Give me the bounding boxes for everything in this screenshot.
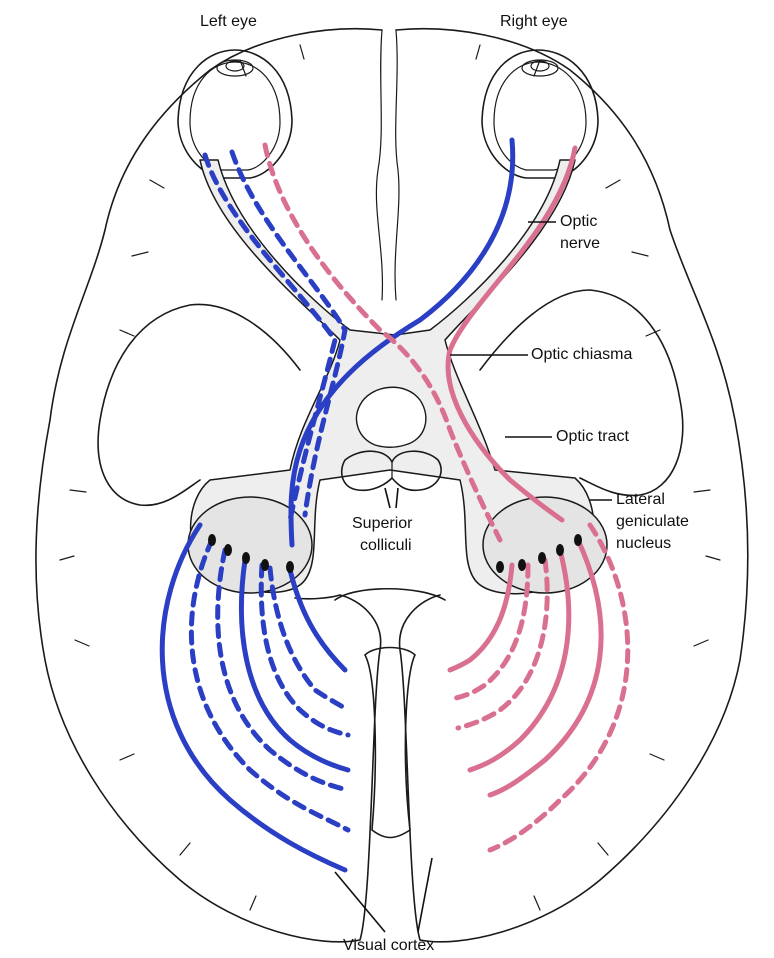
right-eyeball bbox=[482, 50, 598, 178]
brain-outline bbox=[36, 29, 748, 942]
lgn-label-line1: Lateral bbox=[616, 491, 665, 508]
optic-tract-label: Optic tract bbox=[556, 428, 629, 445]
sulci-marks bbox=[60, 45, 720, 910]
optic-chiasma-label: Optic chiasma bbox=[531, 346, 632, 363]
visual-cortex-leader-right bbox=[418, 858, 432, 932]
frontal-fissure bbox=[376, 30, 382, 300]
optic-nerve-label-line2: nerve bbox=[560, 235, 600, 252]
right-eye-label: Right eye bbox=[500, 13, 568, 30]
colliculi-leader-1 bbox=[385, 488, 390, 508]
left-eye-label: Left eye bbox=[200, 13, 257, 30]
colliculi-leader-2 bbox=[396, 488, 398, 508]
chiasma-window bbox=[356, 387, 425, 447]
visual-cortex-label: Visual cortex bbox=[343, 937, 434, 954]
lgn-label-line3: nucleus bbox=[616, 535, 671, 552]
superior-colliculi-label-line1: Superior bbox=[352, 515, 413, 532]
superior-colliculi-label-line2: colliculi bbox=[360, 537, 412, 554]
optic-nerve-label-line1: Optic bbox=[560, 213, 597, 230]
visual-cortex-leader-left bbox=[335, 872, 385, 932]
cerebellar-notch bbox=[365, 648, 415, 838]
frontal-fissure-right bbox=[395, 30, 399, 300]
lgn-label-line2: geniculate bbox=[616, 513, 689, 530]
right-temporal-lobe bbox=[480, 290, 683, 495]
